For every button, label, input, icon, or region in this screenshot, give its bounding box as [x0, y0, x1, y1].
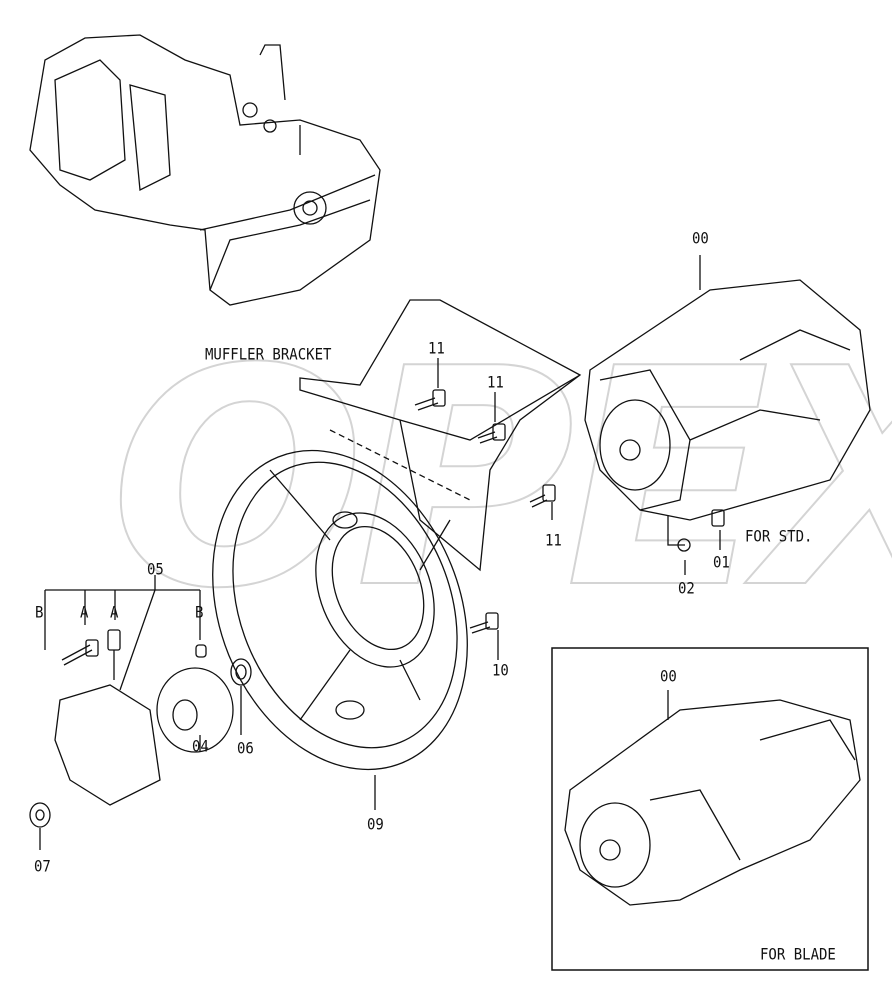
ref-06-label: 06 — [237, 739, 254, 759]
hydraulic-pump-blade — [564, 690, 861, 906]
bolt-11-label-a: 11 — [428, 339, 445, 359]
hydraulic-pump-std — [584, 255, 871, 575]
bolt-11-label-b: 11 — [487, 373, 504, 393]
for-std-label: FOR STD. — [745, 527, 813, 547]
watermark-logo: OPEX — [109, 305, 892, 654]
ref-02-label: 02 — [678, 579, 695, 599]
for-blade-label: FOR BLADE — [760, 945, 836, 965]
bolts — [414, 358, 556, 660]
ref-05-label: 05 — [147, 560, 164, 580]
ref-10-label: 10 — [492, 661, 509, 681]
pump-std-ref-label: 00 — [692, 229, 709, 249]
ref-b-right-label: B — [195, 603, 204, 623]
muffler-bracket — [299, 299, 582, 572]
pump-blade-ref-label: 00 — [660, 667, 677, 687]
ref-a-right-label: A — [110, 603, 119, 623]
ref-b-left-label: B — [35, 603, 44, 623]
ref-09-label: 09 — [367, 815, 384, 835]
coupling — [29, 575, 252, 850]
bolt-11-label-c: 11 — [545, 531, 562, 551]
blade-variant-box — [551, 647, 869, 971]
excavator-illustration — [29, 34, 381, 306]
ref-04-label: 04 — [192, 737, 209, 757]
muffler-bracket-label: MUFFLER BRACKET — [205, 345, 332, 365]
flywheel-housing — [212, 449, 468, 810]
ref-07-label: 07 — [34, 857, 51, 877]
ref-a-left-label: A — [80, 603, 89, 623]
ref-01-label: 01 — [713, 553, 730, 573]
